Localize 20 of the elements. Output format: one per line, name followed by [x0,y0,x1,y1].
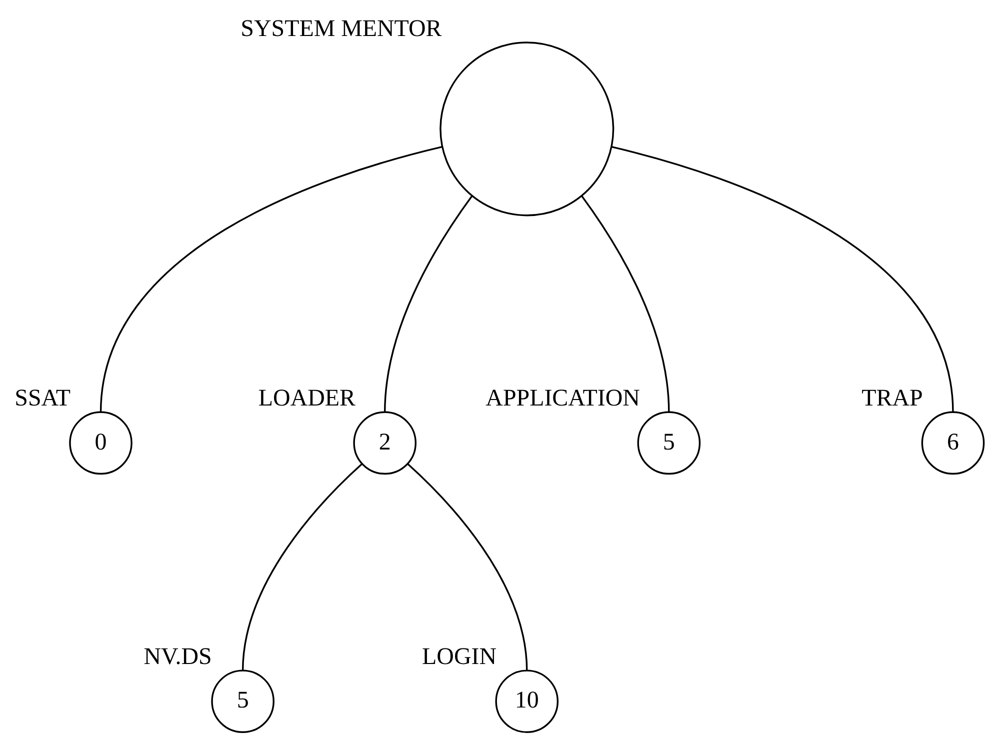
connector [407,462,528,670]
connector [242,462,363,670]
connector [100,145,442,412]
node-label: LOGIN [422,644,497,670]
connector [581,194,670,412]
node-circle: 5 [637,410,701,474]
node-circle: 10 [495,669,559,732]
node-label: NV.DS [144,644,212,670]
connector [611,145,954,412]
node-circle: 0 [69,410,132,474]
node-label: APPLICATION [486,385,640,412]
node-circle: 5 [211,669,274,732]
node-label: SYSTEM MENTOR [240,16,442,42]
connector [384,194,473,412]
node-circle: 6 [921,410,985,474]
node-label: TRAP [862,385,923,412]
node-label: SSAT [14,385,71,412]
node-circle: 2 [353,410,416,474]
node-label: LOADER [258,385,356,412]
node-circle [440,41,614,216]
